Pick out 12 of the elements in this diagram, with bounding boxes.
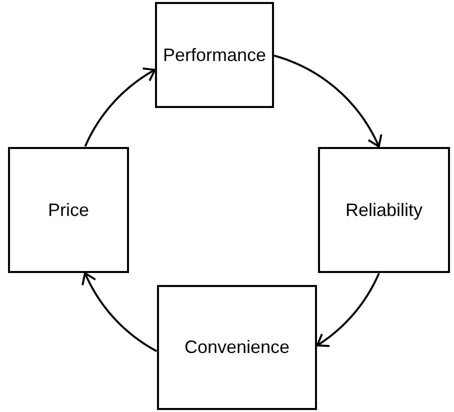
process-box: [8, 147, 129, 273]
curved-arrow: [316, 272, 380, 347]
process-box: [155, 2, 274, 108]
process-box: [318, 147, 450, 273]
box-label: Price: [48, 200, 89, 220]
box-label: Performance: [162, 44, 266, 66]
box-label: Convenience: [184, 337, 290, 358]
process-box: [157, 285, 317, 410]
curved-arrow: [82, 272, 158, 352]
curved-arrow: [84, 68, 156, 147]
box-label: Reliability: [345, 200, 423, 220]
curved-arrow: [274, 54, 382, 148]
